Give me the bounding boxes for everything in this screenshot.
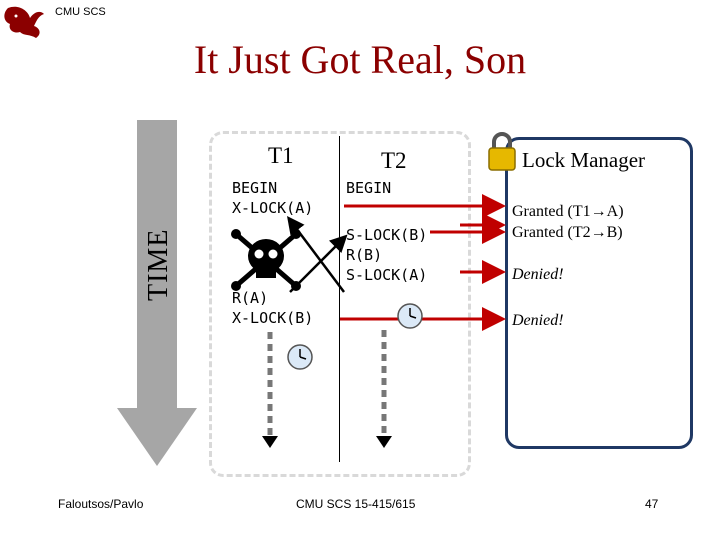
lock-manager-title: Lock Manager [522, 148, 646, 172]
time-arrow-shaft [137, 120, 177, 410]
transaction-panel [209, 131, 471, 477]
slide-title: It Just Got Real, Son [193, 37, 527, 82]
time-arrow-head [117, 408, 197, 466]
clock-icon [397, 303, 423, 329]
denied-t2-a: Denied! [512, 266, 564, 283]
lock-manager-panel [505, 137, 693, 449]
footer-authors: Faloutsos/Pavlo [58, 497, 144, 511]
t1-header: T1 [268, 143, 294, 168]
denied-t1-b: Denied! [512, 312, 564, 329]
clock-icon [287, 344, 313, 370]
granted-t2-b: Granted (T2→B) [512, 224, 623, 241]
skull-crossbones-icon [231, 229, 301, 291]
page-number: 47 [645, 497, 659, 511]
org-label: CMU SCS [55, 6, 106, 18]
t1-ops-bottom: R(A) X-LOCK(B) [232, 289, 314, 327]
granted-t1-a: Granted (T1→A) [512, 203, 624, 220]
footer-course: CMU SCS 15-415/615 [296, 497, 416, 511]
t2-header: T2 [381, 148, 407, 173]
transaction-divider [339, 136, 340, 462]
t2-ops-bottom: S-LOCK(B) R(B) S-LOCK(A) [346, 226, 428, 284]
t1-ops-top: BEGIN X-LOCK(A) [232, 179, 314, 217]
t2-ops-top: BEGIN [346, 179, 392, 197]
padlock-icon [488, 132, 516, 171]
